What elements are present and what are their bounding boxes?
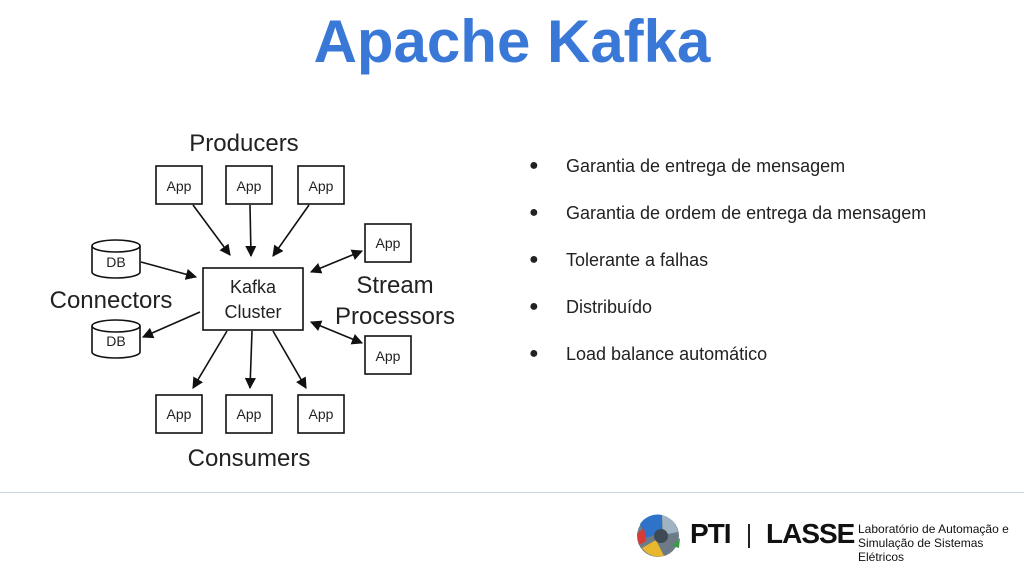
lab-name: Laboratório de Automação e Simulação de … xyxy=(858,522,1024,564)
stream-processors-label-line2: Processors xyxy=(335,303,455,330)
kafka-cluster-label-line1: Kafka xyxy=(230,277,277,297)
bullet-dot: ● xyxy=(529,157,539,174)
pti-logo-text: PTI xyxy=(690,518,732,549)
arrow-consumer-1 xyxy=(192,330,228,389)
consumer-app-2: App xyxy=(225,394,273,434)
producer-app-1-label: App xyxy=(167,178,192,194)
db-cylinder-2: DB xyxy=(91,319,141,359)
bullet-item: ● Garantia de entrega de mensagem xyxy=(528,150,926,197)
db-cylinder-2-label: DB xyxy=(106,333,125,349)
producer-app-3: App xyxy=(297,165,345,205)
bullet-text: Garantia de ordem de entrega da mensagem xyxy=(566,203,927,223)
producers-label: Producers xyxy=(189,130,298,157)
bullet-dot: ● xyxy=(529,251,539,268)
stream-app-2: App xyxy=(364,335,412,375)
arrow-connector-in xyxy=(140,261,198,280)
pti-globe-logo-icon xyxy=(637,514,680,557)
feature-bullet-list: ● Garantia de entrega de mensagem ● Garant… xyxy=(528,150,926,385)
lab-name-line2: Simulação de Sistemas Elétricos xyxy=(858,536,984,564)
bullet-text: Distribuído xyxy=(566,297,653,317)
lasse-logo-text: LASSE xyxy=(766,518,855,549)
slide-title: Apache Kafka xyxy=(313,8,711,75)
db-cylinder-1-label: DB xyxy=(106,254,125,270)
kafka-cluster-label-line2: Cluster xyxy=(224,302,281,322)
bullet-item: ● Garantia de ordem de entrega da mensage… xyxy=(528,197,926,244)
arrow-consumer-3 xyxy=(272,330,307,389)
arrow-producer-3 xyxy=(272,204,310,257)
connectors-label: Connectors xyxy=(50,287,173,314)
stream-processors-label-line1: Stream xyxy=(356,272,433,299)
bullet-dot: ● xyxy=(529,345,539,362)
kafka-cluster-node: Kafka Cluster xyxy=(202,267,304,331)
bullet-item: ● Load balance automático xyxy=(528,338,926,385)
bullet-text: Garantia de entrega de mensagem xyxy=(566,156,846,176)
stream-app-1-label: App xyxy=(376,235,401,251)
bullet-item: ● Tolerante a falhas xyxy=(528,244,926,291)
footer-divider xyxy=(0,492,1024,493)
arrow-producer-1 xyxy=(192,204,231,256)
consumers-label: Consumers xyxy=(188,445,311,472)
arrow-consumer-2 xyxy=(244,330,256,390)
consumer-app-3-label: App xyxy=(309,406,334,422)
lab-name-line1: Laboratório de Automação e xyxy=(858,522,1009,536)
producer-app-3-label: App xyxy=(309,178,334,194)
stream-app-1: App xyxy=(364,223,412,263)
arrow-connector-out xyxy=(141,311,201,339)
consumer-app-1-label: App xyxy=(167,406,192,422)
producer-app-1: App xyxy=(155,165,203,205)
stream-app-2-label: App xyxy=(376,348,401,364)
arrow-producer-2 xyxy=(245,204,257,258)
bullet-text: Tolerante a falhas xyxy=(566,250,709,270)
bullet-dot: ● xyxy=(529,298,539,315)
consumer-app-3: App xyxy=(297,394,345,434)
kafka-architecture-diagram: Kafka Cluster App App App App App App Ap… xyxy=(50,130,455,472)
bullet-text: Load balance automático xyxy=(566,344,768,364)
bullet-item: ● Distribuído xyxy=(528,291,926,338)
producer-app-2-label: App xyxy=(237,178,262,194)
arrow-stream-top xyxy=(309,249,364,274)
diagram-arrows xyxy=(140,204,364,390)
arrow-stream-bottom xyxy=(309,320,364,345)
db-cylinder-1: DB xyxy=(91,239,141,279)
producer-app-2: App xyxy=(225,165,273,205)
consumer-app-1: App xyxy=(155,394,203,434)
footer-logo-bar: PTI LASSE Laboratório de Automação e Sim… xyxy=(632,508,1024,564)
bullet-dot: ● xyxy=(529,204,539,221)
consumer-app-2-label: App xyxy=(237,406,262,422)
logo-separator xyxy=(748,524,750,548)
